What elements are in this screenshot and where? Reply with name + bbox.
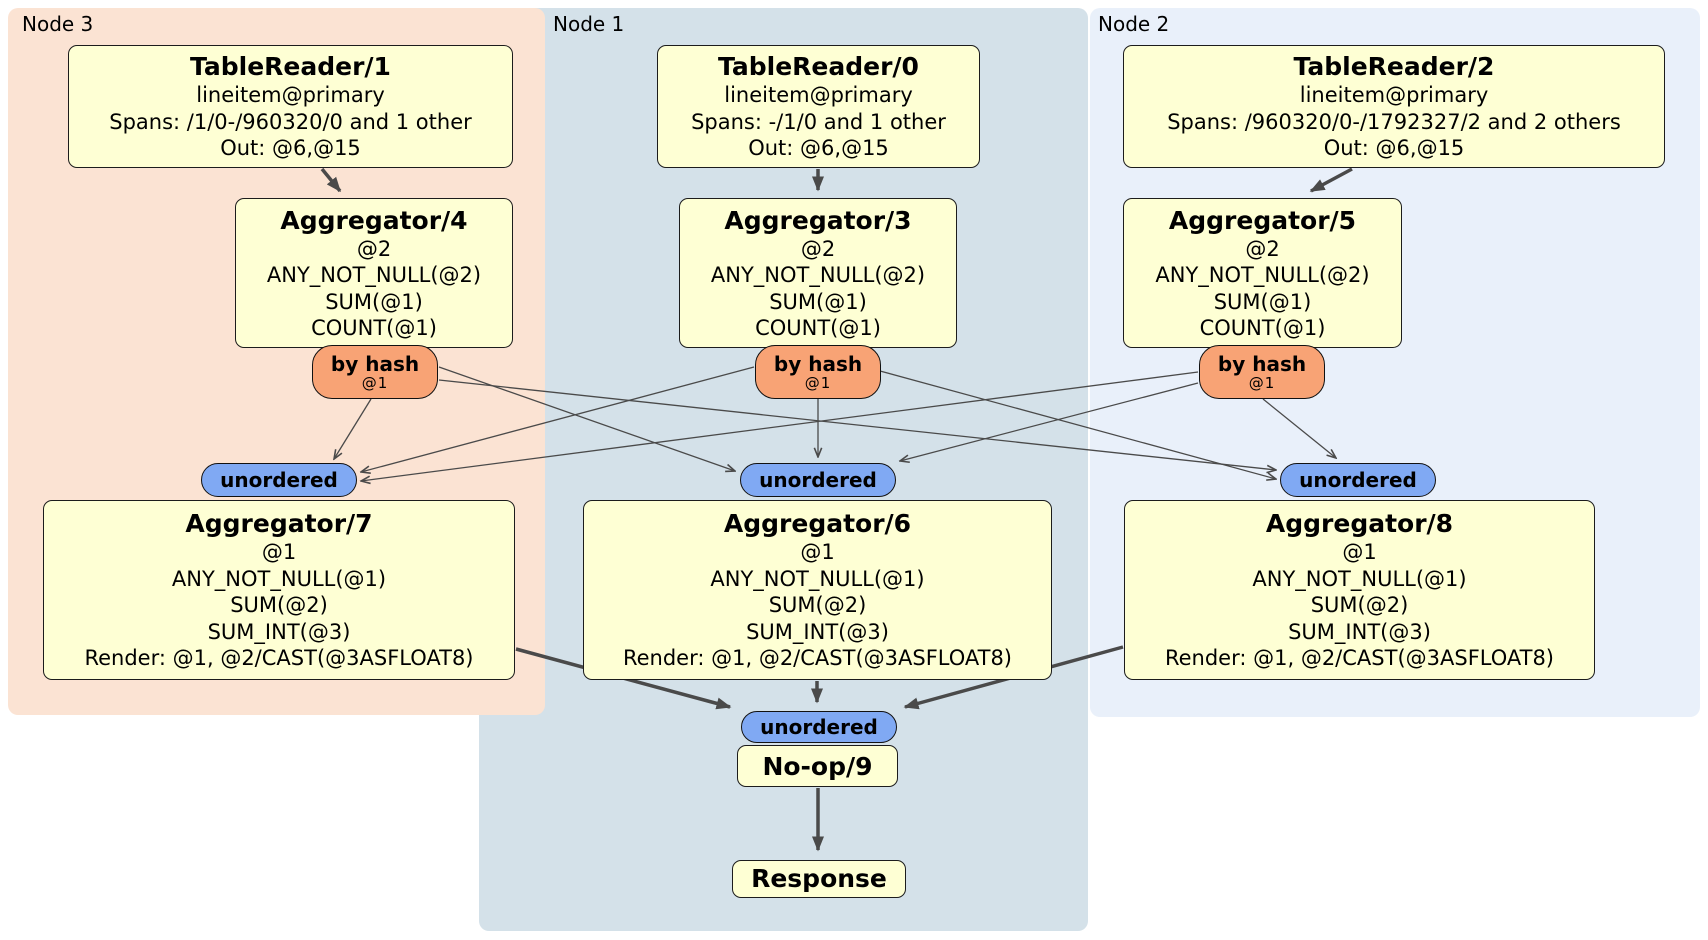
tablereader1-title: TableReader/1 bbox=[190, 52, 391, 82]
tablereader0-index: lineitem@primary bbox=[724, 83, 913, 108]
edge-router1-sync2 bbox=[879, 370, 1276, 479]
edge-router3-sync2 bbox=[438, 379, 1276, 470]
node3-hash-router-key: @1 bbox=[361, 373, 389, 392]
aggregator6-box: Aggregator/6 @1 ANY_NOT_NULL(@1) SUM(@2)… bbox=[583, 500, 1052, 680]
response-box: Response bbox=[732, 860, 906, 898]
edge-tablereader2-aggregator5 bbox=[1309, 167, 1353, 193]
aggregator6-render: Render: @1, @2/CAST(@3ASFLOAT8) bbox=[622, 646, 1013, 671]
tablereader0-spans: Spans: -/1/0 and 1 other bbox=[691, 109, 946, 134]
aggregator7-render: Render: @1, @2/CAST(@3ASFLOAT8) bbox=[84, 646, 474, 671]
tablereader2-title: TableReader/2 bbox=[1293, 52, 1495, 82]
aggregator5-box: Aggregator/5 @2 ANY_NOT_NULL(@2) SUM(@1)… bbox=[1123, 198, 1402, 348]
aggregator8-box: Aggregator/8 @1 ANY_NOT_NULL(@1) SUM(@2)… bbox=[1124, 500, 1595, 680]
aggregator7-box: Aggregator/7 @1 ANY_NOT_NULL(@1) SUM(@2)… bbox=[43, 500, 515, 680]
aggregator7-fn3: SUM_INT(@3) bbox=[207, 619, 351, 644]
aggregator8-fn3: SUM_INT(@3) bbox=[1288, 619, 1431, 644]
aggregator5-fn3: COUNT(@1) bbox=[1199, 316, 1326, 340]
node3-hash-router: by hash @1 bbox=[312, 345, 438, 399]
tablereader2-spans: Spans: /960320/0-/1792327/2 and 2 others bbox=[1167, 109, 1621, 134]
node1-hash-router: by hash @1 bbox=[755, 345, 881, 399]
aggregator5-fn2: SUM(@1) bbox=[1213, 289, 1312, 314]
aggregator6-fn2: SUM(@2) bbox=[768, 593, 867, 618]
node3-unordered-sync: unordered bbox=[201, 463, 357, 497]
tablereader2-box: TableReader/2 lineitem@primary Spans: /9… bbox=[1123, 45, 1665, 168]
aggregator4-title: Aggregator/4 bbox=[280, 205, 468, 235]
node1-hash-router-label: by hash bbox=[773, 351, 863, 376]
node2-label: Node 2 bbox=[1098, 12, 1170, 36]
aggregator8-fn1: ANY_NOT_NULL(@1) bbox=[1252, 566, 1467, 591]
edge-router2-sync3 bbox=[361, 371, 1199, 481]
node1-unordered-sync: unordered bbox=[740, 463, 896, 497]
noop-title: No-op/9 bbox=[762, 751, 873, 781]
edge-router1-sync3 bbox=[361, 366, 755, 472]
aggregator7-title: Aggregator/7 bbox=[185, 509, 373, 539]
aggregator5-fn1: ANY_NOT_NULL(@2) bbox=[1155, 263, 1370, 287]
aggregator8-fn2: SUM(@2) bbox=[1310, 593, 1409, 618]
aggregator7-fn1: ANY_NOT_NULL(@1) bbox=[171, 566, 387, 591]
tablereader1-index: lineitem@primary bbox=[196, 83, 385, 108]
node2-hash-router-key: @1 bbox=[1248, 373, 1276, 392]
node2-hash-router-label: by hash bbox=[1217, 351, 1307, 376]
node1-hash-router-key: @1 bbox=[804, 373, 832, 392]
aggregator4-fn3: COUNT(@1) bbox=[311, 316, 437, 340]
aggregator6-fn1: ANY_NOT_NULL(@1) bbox=[710, 566, 925, 591]
tablereader2-index: lineitem@primary bbox=[1299, 83, 1489, 108]
edge-router2-sync1 bbox=[900, 382, 1199, 461]
aggregator3-box: Aggregator/3 @2 ANY_NOT_NULL(@2) SUM(@1)… bbox=[679, 198, 957, 348]
tablereader0-title: TableReader/0 bbox=[718, 52, 919, 82]
edge-tablereader1-aggregator4 bbox=[320, 167, 342, 193]
aggregator5-title: Aggregator/5 bbox=[1168, 205, 1357, 235]
aggregator4-fn1: ANY_NOT_NULL(@2) bbox=[266, 263, 482, 287]
edge-router2-sync2 bbox=[1262, 398, 1336, 458]
aggregator8-title: Aggregator/8 bbox=[1265, 509, 1454, 539]
node3-label: Node 3 bbox=[22, 12, 94, 36]
aggregator3-group: @2 bbox=[800, 236, 836, 261]
tablereader1-out: Out: @6,@15 bbox=[220, 136, 361, 161]
response-title: Response bbox=[751, 864, 887, 893]
aggregator4-fn2: SUM(@1) bbox=[325, 289, 423, 314]
final-unordered-sync-label: unordered bbox=[760, 715, 878, 739]
aggregator5-group: @2 bbox=[1245, 236, 1280, 261]
aggregator6-group: @1 bbox=[800, 540, 835, 565]
tablereader0-out: Out: @6,@15 bbox=[748, 136, 889, 161]
tablereader1-box: TableReader/1 lineitem@primary Spans: /1… bbox=[68, 45, 513, 168]
aggregator8-render: Render: @1, @2/CAST(@3ASFLOAT8) bbox=[1164, 646, 1555, 671]
tablereader1-spans: Spans: /1/0-/960320/0 and 1 other bbox=[109, 109, 472, 134]
aggregator3-fn3: COUNT(@1) bbox=[755, 316, 881, 340]
aggregator4-group: @2 bbox=[356, 236, 392, 261]
aggregator7-fn2: SUM(@2) bbox=[230, 593, 328, 618]
aggregator7-group: @1 bbox=[261, 540, 297, 565]
node1-label: Node 1 bbox=[553, 12, 625, 36]
node2-unordered-sync: unordered bbox=[1280, 463, 1436, 497]
edge-router3-sync1 bbox=[438, 366, 735, 471]
tablereader0-box: TableReader/0 lineitem@primary Spans: -/… bbox=[657, 45, 980, 168]
node3-hash-router-label: by hash bbox=[330, 351, 420, 376]
node1-unordered-sync-label: unordered bbox=[759, 468, 877, 492]
final-unordered-sync: unordered bbox=[741, 711, 897, 743]
tablereader2-out: Out: @6,@15 bbox=[1323, 136, 1465, 161]
aggregator3-fn1: ANY_NOT_NULL(@2) bbox=[710, 263, 926, 287]
node2-unordered-sync-label: unordered bbox=[1299, 468, 1417, 492]
aggregator8-group: @1 bbox=[1342, 540, 1377, 565]
aggregator4-box: Aggregator/4 @2 ANY_NOT_NULL(@2) SUM(@1)… bbox=[235, 198, 513, 348]
node3-unordered-sync-label: unordered bbox=[220, 468, 338, 492]
edge-router3-sync3 bbox=[334, 398, 372, 459]
node2-hash-router: by hash @1 bbox=[1199, 345, 1325, 399]
aggregator3-fn2: SUM(@1) bbox=[769, 289, 867, 314]
aggregator6-title: Aggregator/6 bbox=[723, 509, 912, 539]
aggregator6-fn3: SUM_INT(@3) bbox=[746, 619, 889, 644]
noop-box: No-op/9 bbox=[737, 745, 898, 787]
aggregator3-title: Aggregator/3 bbox=[724, 205, 912, 235]
